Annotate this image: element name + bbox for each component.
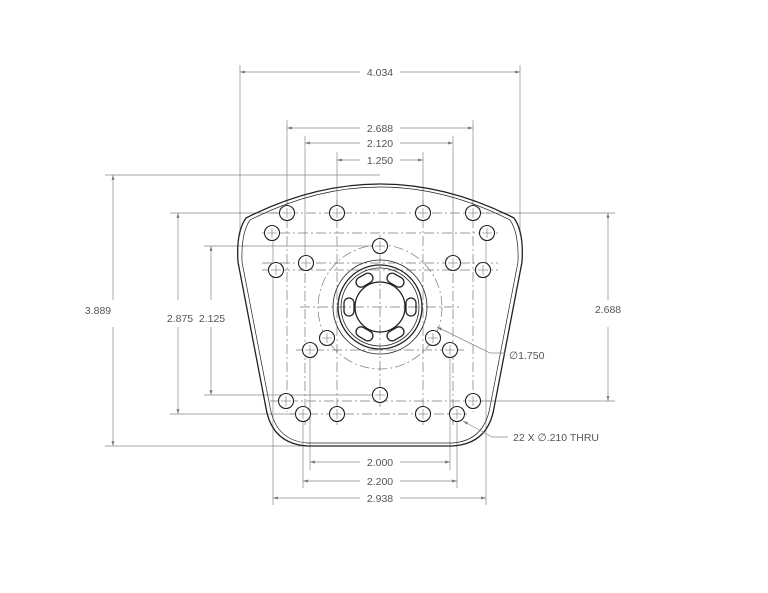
dim-top-inner: 1.250 [367,155,393,167]
callout-holes: 22 X ∅.210 THRU [513,432,599,444]
dim-bottom-mid: 2.200 [367,476,393,488]
hub-slot [405,297,417,317]
mounting-holes [263,204,496,423]
hub-slot-shape [355,272,374,288]
bolt-circle-leader [436,326,505,354]
hub-slot [343,297,355,317]
hub-slot [355,272,374,288]
dim-left-outer: 2.875 [167,313,193,325]
dim-right-height: 2.688 [595,304,621,316]
hub-outer-ring [332,259,428,355]
hub-slot-shape [355,326,374,342]
hub-slot-shape [386,326,405,342]
extension-lines [105,65,615,505]
dim-overall-height: 3.889 [85,305,111,317]
plate-outline-inner [241,186,519,444]
dim-left-inner: 2.125 [199,313,225,325]
dim-bottom-inner: 2.000 [367,457,393,469]
hub-ring-2 [340,267,420,347]
holes-leader [462,420,508,438]
dimensions [111,70,610,500]
dim-bottom-outer: 2.938 [367,493,393,505]
plate-outline [237,183,523,447]
hub-slot [386,272,405,288]
hub-ring [337,264,423,350]
hub-slot-shape [405,297,417,317]
hub-slot [355,326,374,342]
center-bore [354,281,406,333]
dim-top-outer: 2.688 [367,123,393,135]
dim-overall-width: 4.034 [367,67,393,79]
hub-slot [386,326,405,342]
dim-top-mid: 2.120 [367,138,393,150]
hub-slot-shape [386,272,405,288]
callout-bolt-circle: ∅1.750 [509,350,545,362]
hub-slot-shape [343,297,355,317]
